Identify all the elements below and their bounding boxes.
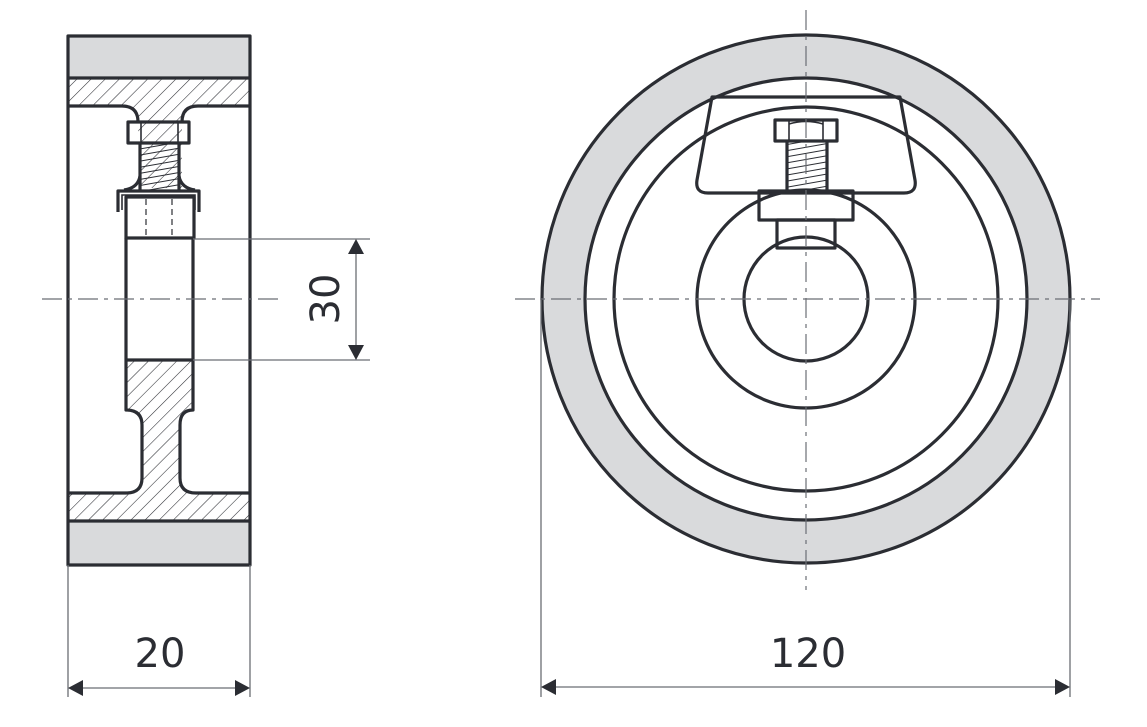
front-view: 120 [515, 10, 1100, 697]
dimension-20: 20 [67, 565, 251, 697]
clamp-lip-side [116, 189, 201, 212]
dimension-label-30: 30 [303, 274, 349, 325]
bolt-thread-front [787, 141, 827, 190]
dimension-30: 30 [193, 238, 370, 361]
wheel-outline [66, 34, 252, 567]
side-section-view: 30 20 [42, 34, 370, 697]
hub-lower-side [126, 358, 250, 495]
dimension-label-120: 120 [770, 631, 846, 677]
bolt-thread-side [140, 143, 179, 190]
clamp-block [695, 95, 917, 195]
tire-bottom-band [68, 521, 250, 565]
hatched-rim-bottom [68, 360, 250, 521]
dimension-label-20: 20 [135, 631, 186, 677]
dimension-120: 120 [540, 300, 1071, 697]
tire-top-band [68, 36, 250, 78]
sleeve-side [124, 195, 196, 240]
